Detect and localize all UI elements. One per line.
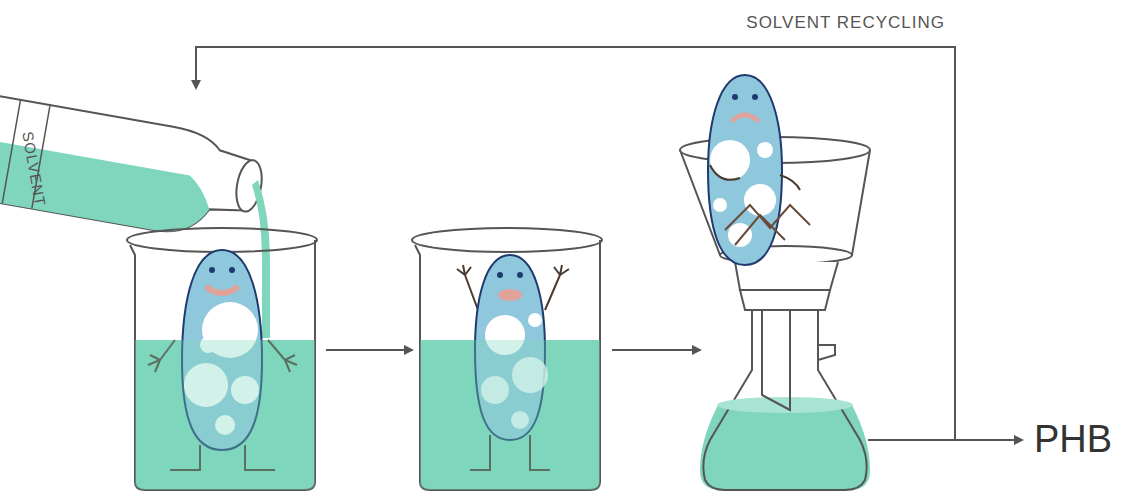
- bacterium: [708, 75, 810, 265]
- beaker: [412, 228, 602, 490]
- filter-flask: [700, 290, 870, 490]
- bacterium: [135, 250, 315, 490]
- bacterium: [420, 255, 600, 490]
- step-arrow: [326, 349, 412, 351]
- step-arrow: [612, 349, 700, 351]
- product-label: PHB: [1034, 418, 1112, 461]
- output-arrow: [868, 439, 1022, 441]
- solvent-bottle: [0, 95, 269, 247]
- beaker: [127, 228, 317, 490]
- process-label: SOLVENT RECYCLING: [746, 13, 945, 33]
